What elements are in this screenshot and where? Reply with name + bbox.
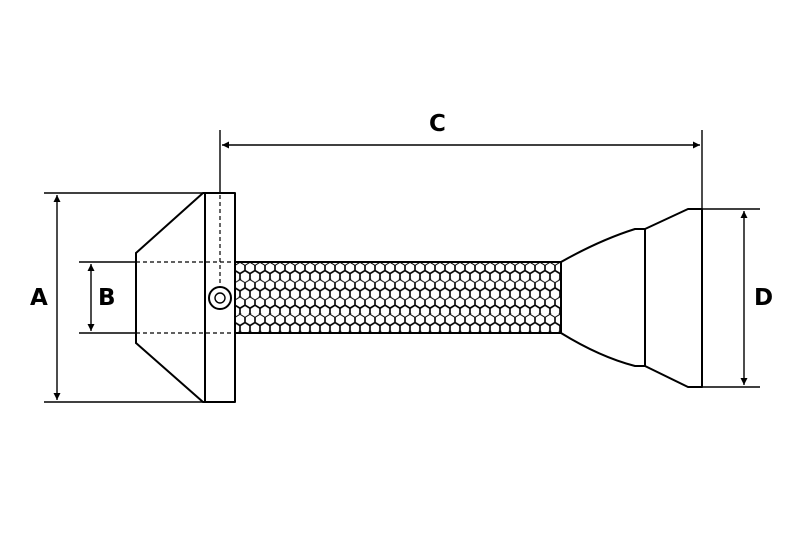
pin-hole bbox=[208, 286, 232, 310]
knurled-shaft bbox=[234, 261, 562, 334]
label-c: C bbox=[429, 111, 446, 137]
dimension-b: B bbox=[79, 261, 136, 334]
dimension-c: C bbox=[219, 111, 703, 209]
dimension-d: D bbox=[702, 208, 773, 388]
hidden-lines bbox=[136, 195, 235, 334]
right-flared-end bbox=[560, 208, 703, 388]
label-b: B bbox=[98, 285, 116, 311]
label-a: A bbox=[30, 285, 48, 311]
dimension-a: A bbox=[30, 192, 205, 403]
label-d: D bbox=[754, 285, 773, 311]
